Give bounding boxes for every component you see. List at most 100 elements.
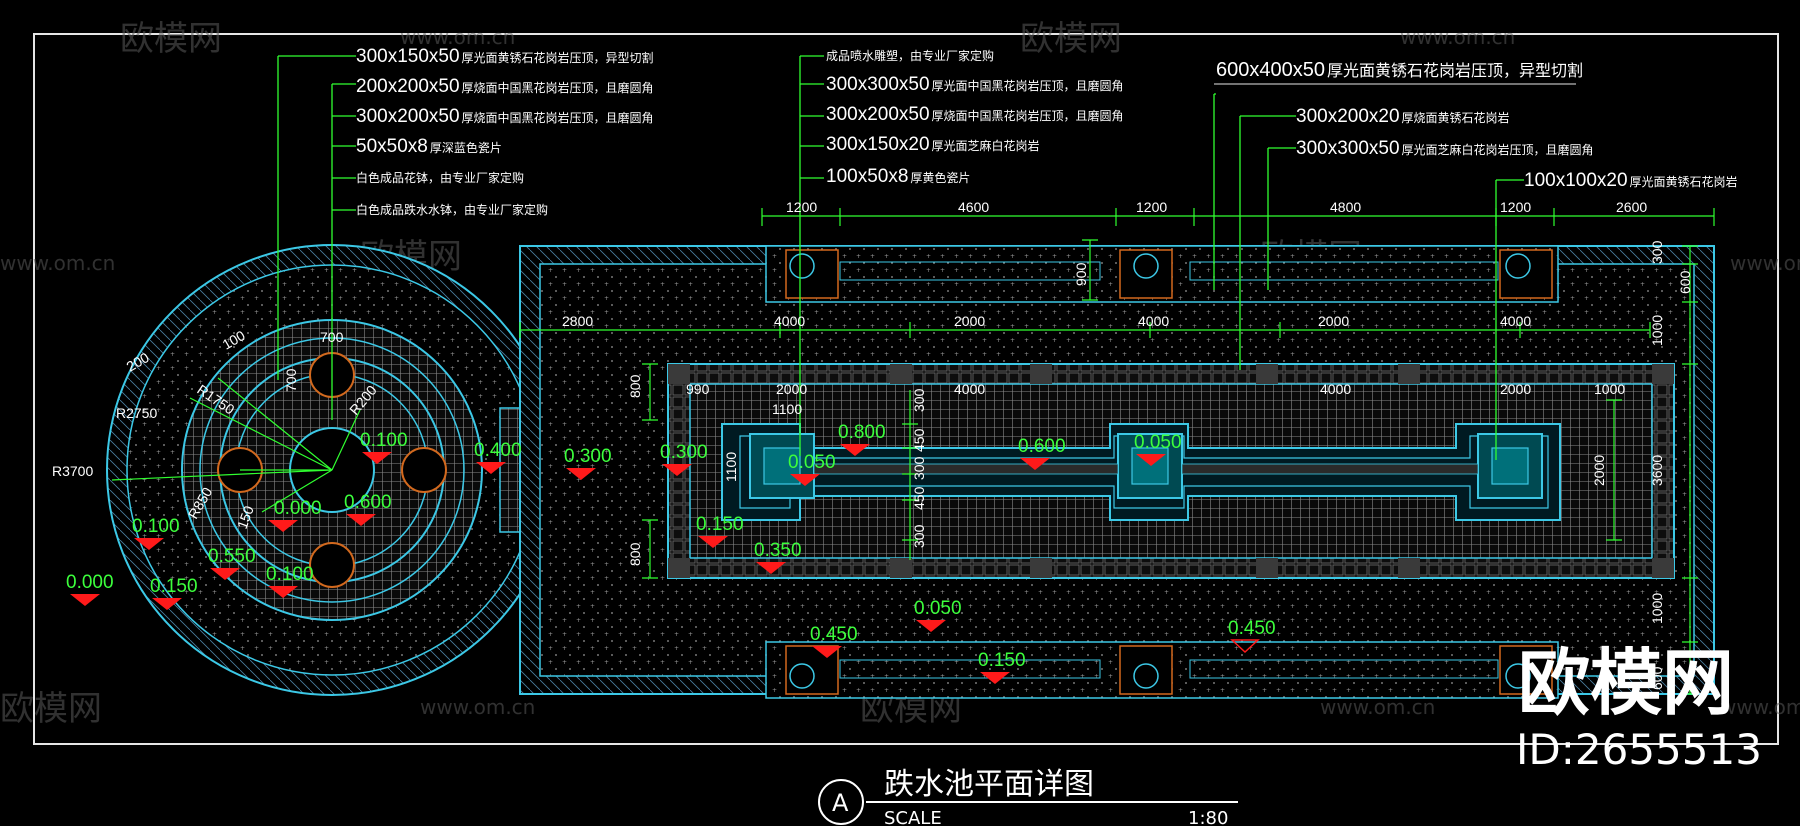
callout-text: 厚光面芝麻白花岗岩 [932, 138, 1040, 153]
watermark-brand-large: 欧模网 [1518, 641, 1734, 725]
radius-label: 700 [283, 368, 299, 392]
watermark-url: www.om.cn [1400, 25, 1515, 49]
elevation-label: 0.050 [788, 452, 836, 473]
callout-text: 厚光面芝麻白花岗岩压顶，且磨圆角 [1402, 142, 1594, 157]
elevation-label: 0.150 [150, 576, 198, 597]
dimension-label: 2800 [562, 313, 593, 329]
radius-label: 700 [320, 329, 344, 345]
elevation-label: 0.100 [132, 516, 180, 537]
callout-dim: 50x50x8 [356, 136, 428, 157]
rectangular-pool [667, 363, 1675, 579]
callout-text: 厚光面黄锈石花岗岩 [1630, 174, 1738, 189]
elevation-marker-icon [210, 568, 240, 580]
callout-dim: 300x300x50 [1296, 138, 1400, 159]
dimension-label: 300 [1649, 240, 1665, 264]
dimension-label: 2000 [954, 313, 985, 329]
radius-label: R3700 [52, 463, 93, 479]
dimension-label: 1000 [1649, 593, 1665, 624]
dimension-label: 2000 [1500, 381, 1531, 397]
dimension-label: 4000 [1138, 313, 1169, 329]
dimension-label: 1000 [1649, 315, 1665, 346]
dimension-label: 2000 [776, 381, 807, 397]
elevation-marker-icon [916, 620, 946, 632]
elevation-marker-icon [698, 536, 728, 548]
watermark-brand: 欧模网 [1020, 19, 1122, 59]
planter-basin-icon [789, 663, 815, 689]
drawing-title: 跌水池平面详图 [884, 767, 1094, 802]
callout-text: 厚光面中国黑花岗岩压顶，且磨圆角 [932, 78, 1124, 93]
dimension-label: 2000 [1318, 313, 1349, 329]
callout-text: 白色成品花钵，由专业厂家定购 [356, 170, 524, 185]
callout-dim: 100x100x20 [1524, 170, 1628, 191]
dimension-label: 2600 [1616, 199, 1647, 215]
elevation-marker-icon [1136, 454, 1166, 466]
dimension-label: 800 [627, 374, 643, 398]
elevation-label: 0.100 [266, 564, 314, 585]
callout-text: 成品喷水雕塑，由专业厂家定购 [826, 48, 994, 63]
dimension-label: 4000 [1500, 313, 1531, 329]
elevation-label: 0.100 [360, 430, 408, 451]
callout-text: 白色成品跌水水钵，由专业厂家定购 [356, 202, 548, 217]
callout-dim: 600x400x50 [1216, 59, 1325, 81]
planter-basin-icon [1133, 663, 1159, 689]
dimension-label: 600 [1677, 270, 1693, 294]
dimension-label: 450 [911, 428, 927, 452]
elevation-marker-icon [662, 464, 692, 476]
callout-dim: 300x200x50 [356, 106, 460, 127]
elevation-marker-icon [476, 462, 506, 474]
watermark-url: www.om.cn [1320, 695, 1435, 719]
radius-label: R2750 [116, 405, 157, 421]
dimension-label: 800 [627, 542, 643, 566]
elevation-marker-icon [840, 444, 870, 456]
scale-label: SCALE [884, 808, 942, 826]
elevation-marker-icon [134, 538, 164, 550]
dimension-label: 2000 [1591, 455, 1607, 486]
callout-dim: 200x200x50 [356, 76, 460, 97]
dimension-lines [519, 208, 1715, 695]
dimension-label: 990 [686, 381, 710, 397]
section-marker-icon [818, 779, 864, 825]
dimension-label: 300 [911, 524, 927, 548]
elevation-marker-icon [980, 672, 1010, 684]
elevation-marker-icon [152, 598, 182, 610]
dimension-label: 450 [911, 486, 927, 510]
elevation-label: 0.000 [274, 498, 322, 519]
elevation-marker-icon [756, 562, 786, 574]
elevation-marker-icon [790, 474, 820, 486]
elevation-label: 0.050 [1134, 432, 1182, 453]
elevation-marker-icon [1020, 458, 1050, 470]
callout-text: 厚烧面中国黑花岗岩压顶，且磨圆角 [932, 108, 1124, 123]
planter-basin-icon [789, 253, 815, 279]
dimension-label: 3600 [1649, 455, 1665, 486]
flower-bowl-icon [401, 447, 447, 493]
elevation-marker-icon [362, 452, 392, 464]
planter-basin-icon [1505, 663, 1531, 689]
callout-dim: 300x150x50 [356, 46, 460, 67]
dimension-label: 1100 [772, 401, 802, 417]
callout-text: 厚光面黄锈石花岗岩压顶，异型切割 [1327, 62, 1583, 80]
callout-dim: 300x150x20 [826, 134, 930, 155]
watermark-url: www.om.cn [420, 695, 535, 719]
section-letter: A [832, 789, 849, 817]
leader-lines [277, 55, 1524, 460]
elevation-label: 0.300 [660, 442, 708, 463]
dimension-label: 1100 [723, 452, 739, 482]
elevation-markers: 0.000 0.100 0.150 0.550 0.100 0.000 0.60… [66, 422, 1276, 684]
elevation-marker-icon [566, 468, 596, 480]
callout-text: 厚光面黄锈石花岗岩压顶，异型切割 [462, 50, 654, 65]
watermark-brand: 欧模网 [120, 19, 222, 59]
dimension-label: 4600 [958, 199, 989, 215]
dimension-label: 1200 [1500, 199, 1531, 215]
dimension-label: 4800 [1330, 199, 1361, 215]
